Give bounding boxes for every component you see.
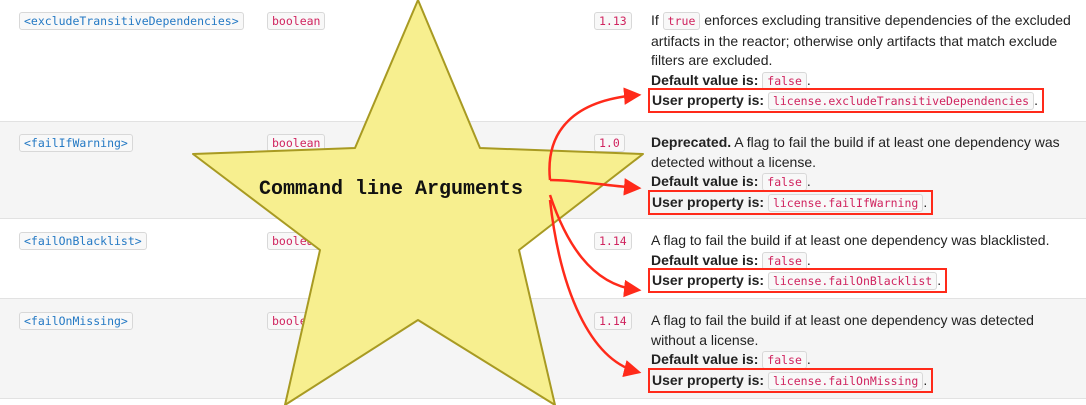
user-property-value: license.excludeTransitiveDependencies (767, 92, 1035, 110)
desc-prefix: If (651, 12, 659, 28)
default-value: false (762, 251, 807, 270)
table-row: <failOnBlacklist> boolean 1.14 A flag to… (0, 219, 1086, 299)
param-description: Deprecated. A flag to fail the build if … (647, 134, 1060, 215)
table-row: <excludeTransitiveDependencies> boolean … (0, 0, 1086, 122)
param-name-link[interactable]: <failOnBlacklist> (19, 232, 147, 250)
param-since: 1.0 (594, 134, 625, 152)
param-description: A flag to fail the build if at least one… (647, 312, 1034, 393)
desc-code: true (662, 12, 701, 30)
table-row: <failIfWarning> boolean 1.0 Deprecated. … (0, 122, 1086, 219)
param-name-link[interactable]: <failOnMissing> (19, 312, 133, 330)
default-value: false (762, 351, 807, 369)
user-property-value: license.failIfWarning (767, 193, 924, 212)
param-type: boolean (267, 232, 326, 250)
desc-text: A flag to fail the build if at least one… (651, 232, 1050, 248)
param-description: A flag to fail the build if at least one… (647, 232, 1050, 293)
param-type: boolean (267, 12, 326, 30)
desc-text: enforces excluding transitive dependenci… (651, 12, 1071, 68)
default-label: Default value is: (651, 351, 759, 367)
user-property-highlight: User property is: license.failOnMissing. (647, 367, 934, 393)
param-name-link[interactable]: <excludeTransitiveDependencies> (19, 12, 244, 30)
param-name-link[interactable]: <failIfWarning> (19, 134, 133, 152)
default-label: Default value is: (651, 71, 759, 88)
desc-text: A flag to fail the build if at least one… (651, 312, 1034, 348)
param-since: 1.14 (594, 232, 632, 250)
user-property-label: User property is: (652, 193, 765, 210)
user-property-label: User property is: (652, 272, 765, 288)
user-property-label: User property is: (652, 92, 765, 108)
param-type: boolean (267, 134, 326, 152)
default-value: false (762, 173, 807, 191)
user-property-highlight: User property is: license.failIfWarning. (647, 189, 934, 215)
param-since: 1.14 (594, 312, 632, 330)
default-value: false (762, 71, 807, 90)
user-property-highlight: User property is: license.failOnBlacklis… (647, 268, 948, 293)
user-property-value: license.failOnBlacklist (767, 272, 938, 290)
table-row: <failOnMissing> boolean 1.14 A flag to f… (0, 299, 1086, 399)
param-description: If true enforces excluding transitive de… (647, 12, 1071, 113)
param-type: boolean (267, 312, 326, 330)
param-since: 1.13 (594, 12, 632, 30)
user-property-highlight: User property is: license.excludeTransit… (647, 88, 1045, 113)
default-label: Default value is: (651, 251, 759, 268)
user-property-value: license.failOnMissing (767, 371, 924, 390)
user-property-label: User property is: (652, 371, 765, 388)
deprecated-label: Deprecated. (651, 134, 732, 150)
annotation-label: Command line Arguments (259, 178, 524, 201)
default-label: Default value is: (651, 173, 759, 189)
desc-text: A flag to fail the build if at least one… (651, 134, 1060, 170)
